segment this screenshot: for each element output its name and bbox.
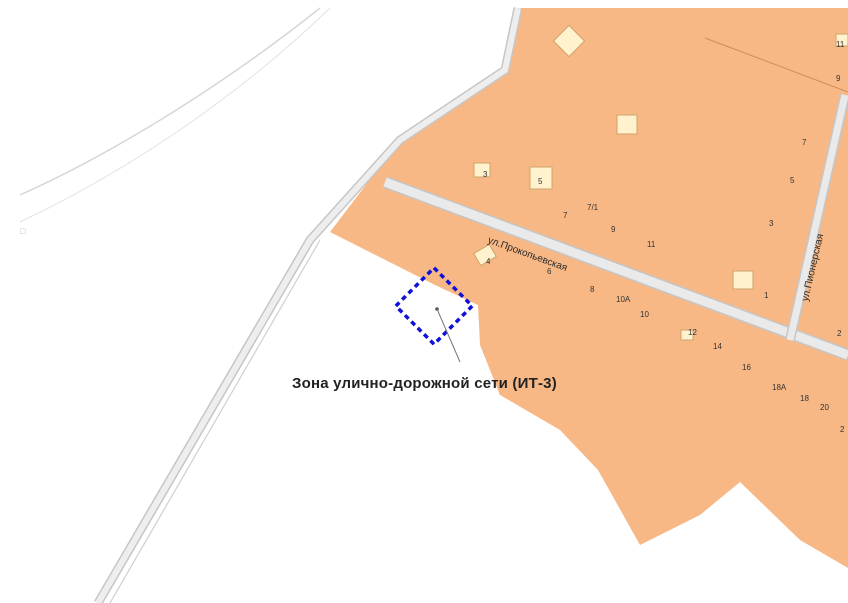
house-number: 7/1: [587, 203, 599, 212]
building: [552, 24, 586, 58]
house-number: 10: [640, 310, 649, 319]
left-edge-marker: □: [20, 226, 26, 236]
house-number: 20: [820, 403, 829, 412]
road-prokopevskaya-fill: [383, 177, 848, 360]
house-number: 3: [769, 219, 774, 228]
house-number: 8: [590, 285, 595, 294]
house-number: 10А: [616, 295, 631, 304]
building: [835, 33, 848, 47]
building: [473, 243, 497, 267]
road-diagonal-main-fill: [95, 7, 521, 603]
house-number: 5: [790, 176, 795, 185]
house-number: 4: [486, 257, 491, 266]
road-pionerskaya-fill: [786, 94, 848, 341]
building: [616, 114, 638, 135]
house-number: 1: [764, 291, 769, 300]
house-number: 7: [563, 211, 568, 220]
house-number: 12: [688, 328, 697, 337]
building: [473, 162, 491, 178]
road-edge-curve-2: [19, 7, 331, 223]
building: [680, 329, 694, 341]
house-number: 9: [611, 225, 616, 234]
house-number: 11: [647, 240, 656, 249]
residential-zone[interactable]: [330, 8, 848, 568]
house-number: 2: [840, 425, 845, 434]
road-edge-curve: [19, 7, 321, 196]
house-number: 6: [547, 267, 552, 276]
buildings: [473, 24, 848, 341]
building: [529, 166, 553, 190]
house-number: 7: [802, 138, 807, 147]
house-number: 16: [742, 363, 751, 372]
building: [732, 270, 754, 290]
house-number: 2: [837, 329, 842, 338]
road-diagonal-thin: [109, 239, 321, 603]
parcel-line: [704, 37, 848, 93]
house-number: 9: [836, 74, 841, 83]
house-number: 18А: [772, 383, 787, 392]
house-number: 11: [836, 40, 845, 49]
zone-leader-line: [436, 308, 461, 363]
house-number: 14: [713, 342, 722, 351]
zone-boundary[interactable]: [393, 265, 475, 347]
house-number: 5: [538, 177, 543, 186]
house-number: 3: [483, 170, 488, 179]
house-number: 18: [800, 394, 809, 403]
zone-label: Зона улично-дорожной сети (ИТ-3): [292, 375, 557, 392]
